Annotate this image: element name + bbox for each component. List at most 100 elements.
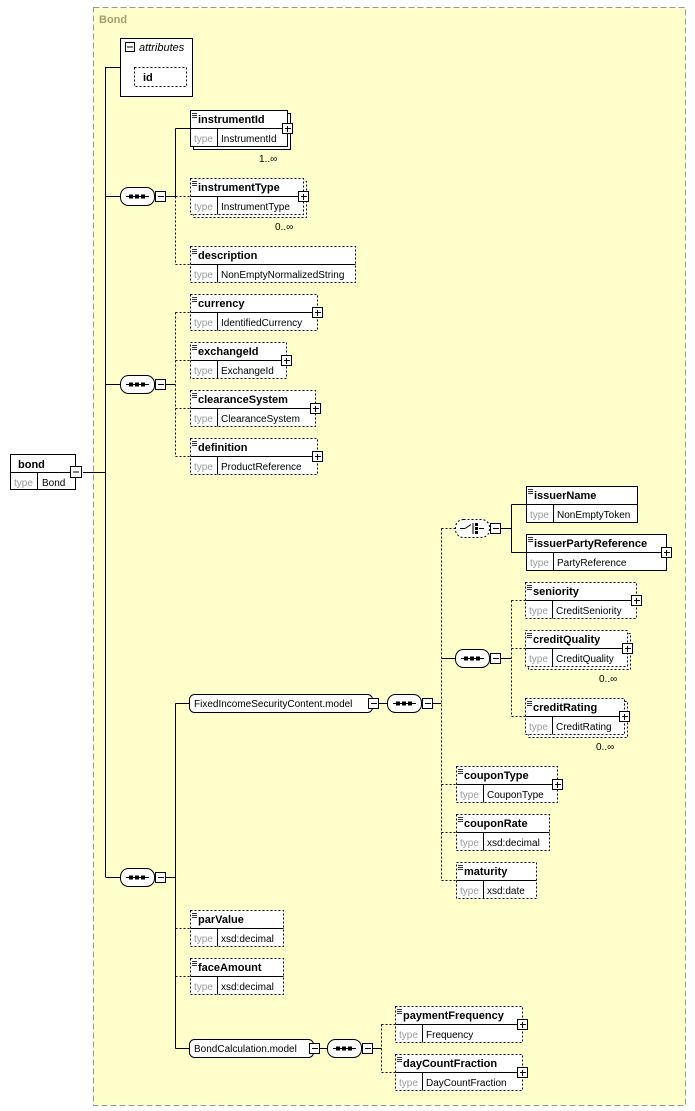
documentation-icon: [192, 297, 197, 302]
sequence-1[interactable]: [120, 187, 166, 206]
instrumentType-name: instrumentType: [198, 182, 280, 194]
paymentFrequency-type-value: Frequency: [426, 1030, 473, 1041]
dayCountFraction-expand-icon[interactable]: [517, 1067, 528, 1078]
documentation-icon: [527, 701, 532, 706]
documentation-icon: [192, 113, 197, 118]
issuer-choice[interactable]: [455, 519, 501, 538]
root-type-label: type: [14, 478, 33, 489]
maturity-type-label: type: [460, 886, 479, 897]
root-collapse-icon[interactable]: [70, 466, 82, 478]
attribute-id-box[interactable]: [134, 67, 187, 87]
documentation-icon: [527, 633, 532, 638]
maturity-type-value: xsd:date: [487, 886, 525, 897]
sequence-3[interactable]: [120, 868, 166, 887]
documentation-icon: [528, 537, 533, 542]
bond-calc-sequence[interactable]: [327, 1039, 373, 1058]
creditQuality-type-label: type: [529, 654, 548, 665]
documentation-icon: [458, 865, 463, 870]
issuerName-name: issuerName: [534, 490, 596, 502]
documentation-icon: [192, 345, 197, 350]
clearanceSystem-type-value: ClearanceSystem: [221, 414, 300, 425]
creditQuality-expand-icon[interactable]: [622, 643, 633, 654]
fixed-income-sequence-collapse-icon[interactable]: [422, 698, 433, 709]
instrumentType-expand-icon[interactable]: [298, 191, 309, 202]
description-name: description: [198, 250, 258, 262]
documentation-icon: [192, 249, 197, 254]
clearanceSystem-expand-icon[interactable]: [310, 403, 321, 414]
definition-expand-icon[interactable]: [312, 451, 323, 462]
documentation-icon: [192, 913, 197, 918]
seniority-type-label: type: [529, 606, 548, 617]
instrumentId-expand-icon[interactable]: [282, 123, 293, 134]
documentation-icon: [192, 181, 197, 186]
couponRate-type-value: xsd:decimal: [487, 838, 540, 849]
instrumentId-type-label: type: [194, 134, 213, 145]
instrumentId-cardinality: 1..∞: [259, 154, 277, 165]
creditQuality-type-value: CreditQuality: [556, 654, 614, 665]
documentation-icon: [458, 769, 463, 774]
parValue-type-label: type: [194, 934, 213, 945]
creditRating-expand-icon[interactable]: [619, 711, 630, 722]
sequence-1-collapse-icon[interactable]: [155, 191, 166, 202]
paymentFrequency-type-label: type: [399, 1030, 418, 1041]
parValue-type-value: xsd:decimal: [221, 934, 274, 945]
exchangeId-type-value: ExchangeId: [221, 366, 274, 377]
currency-expand-icon[interactable]: [312, 307, 323, 318]
definition-type-label: type: [194, 462, 213, 473]
bond-calc-group-collapse-icon[interactable]: [309, 1043, 320, 1054]
issuerPartyReference-type-label: type: [530, 558, 549, 569]
element-maturity[interactable]: maturity type xsd:date: [456, 862, 537, 899]
couponType-expand-icon[interactable]: [552, 779, 563, 790]
element-paymentFrequency[interactable]: paymentFrequency type Frequency: [395, 1006, 528, 1043]
creditRating-type-value: CreditRating: [556, 722, 612, 733]
documentation-icon: [397, 1009, 402, 1014]
attributes-collapse-icon[interactable]: [125, 42, 135, 52]
root-element-bond[interactable]: bond type Bond: [10, 454, 82, 490]
connector-lines: [83, 67, 526, 1073]
documentation-icon: [192, 393, 197, 398]
fixed-income-group-collapse-icon[interactable]: [368, 698, 379, 709]
sequence-2[interactable]: [120, 375, 166, 394]
paymentFrequency-name: paymentFrequency: [403, 1010, 505, 1022]
instrumentId-name: instrumentId: [198, 114, 265, 126]
credit-sequence[interactable]: [455, 649, 501, 668]
faceAmount-type-value: xsd:decimal: [221, 982, 274, 993]
credit-sequence-collapse-icon[interactable]: [490, 653, 501, 664]
maturity-name: maturity: [464, 866, 508, 878]
fixed-income-sequence[interactable]: [387, 694, 433, 713]
seniority-name: seniority: [533, 586, 580, 598]
bond-calc-group[interactable]: BondCalculation.model: [189, 1039, 320, 1058]
paymentFrequency-expand-icon[interactable]: [517, 1019, 528, 1030]
bond-calc-sequence-collapse-icon[interactable]: [362, 1043, 373, 1054]
sequence-2-collapse-icon[interactable]: [155, 379, 166, 390]
exchangeId-name: exchangeId: [198, 346, 259, 358]
seniority-expand-icon[interactable]: [631, 595, 642, 606]
sequence-3-collapse-icon[interactable]: [155, 872, 166, 883]
dayCountFraction-name: dayCountFraction: [403, 1058, 497, 1070]
instrumentType-type-label: type: [194, 202, 213, 213]
issuer-choice-collapse-icon[interactable]: [490, 523, 501, 534]
fixed-income-group[interactable]: FixedIncomeSecurityContent.model: [189, 694, 379, 713]
issuerPartyReference-expand-icon[interactable]: [661, 547, 672, 558]
issuerPartyReference-type-value: PartyReference: [557, 558, 627, 569]
exchangeId-expand-icon[interactable]: [281, 355, 292, 366]
description-type-value: NonEmptyNormalizedString: [221, 270, 344, 281]
